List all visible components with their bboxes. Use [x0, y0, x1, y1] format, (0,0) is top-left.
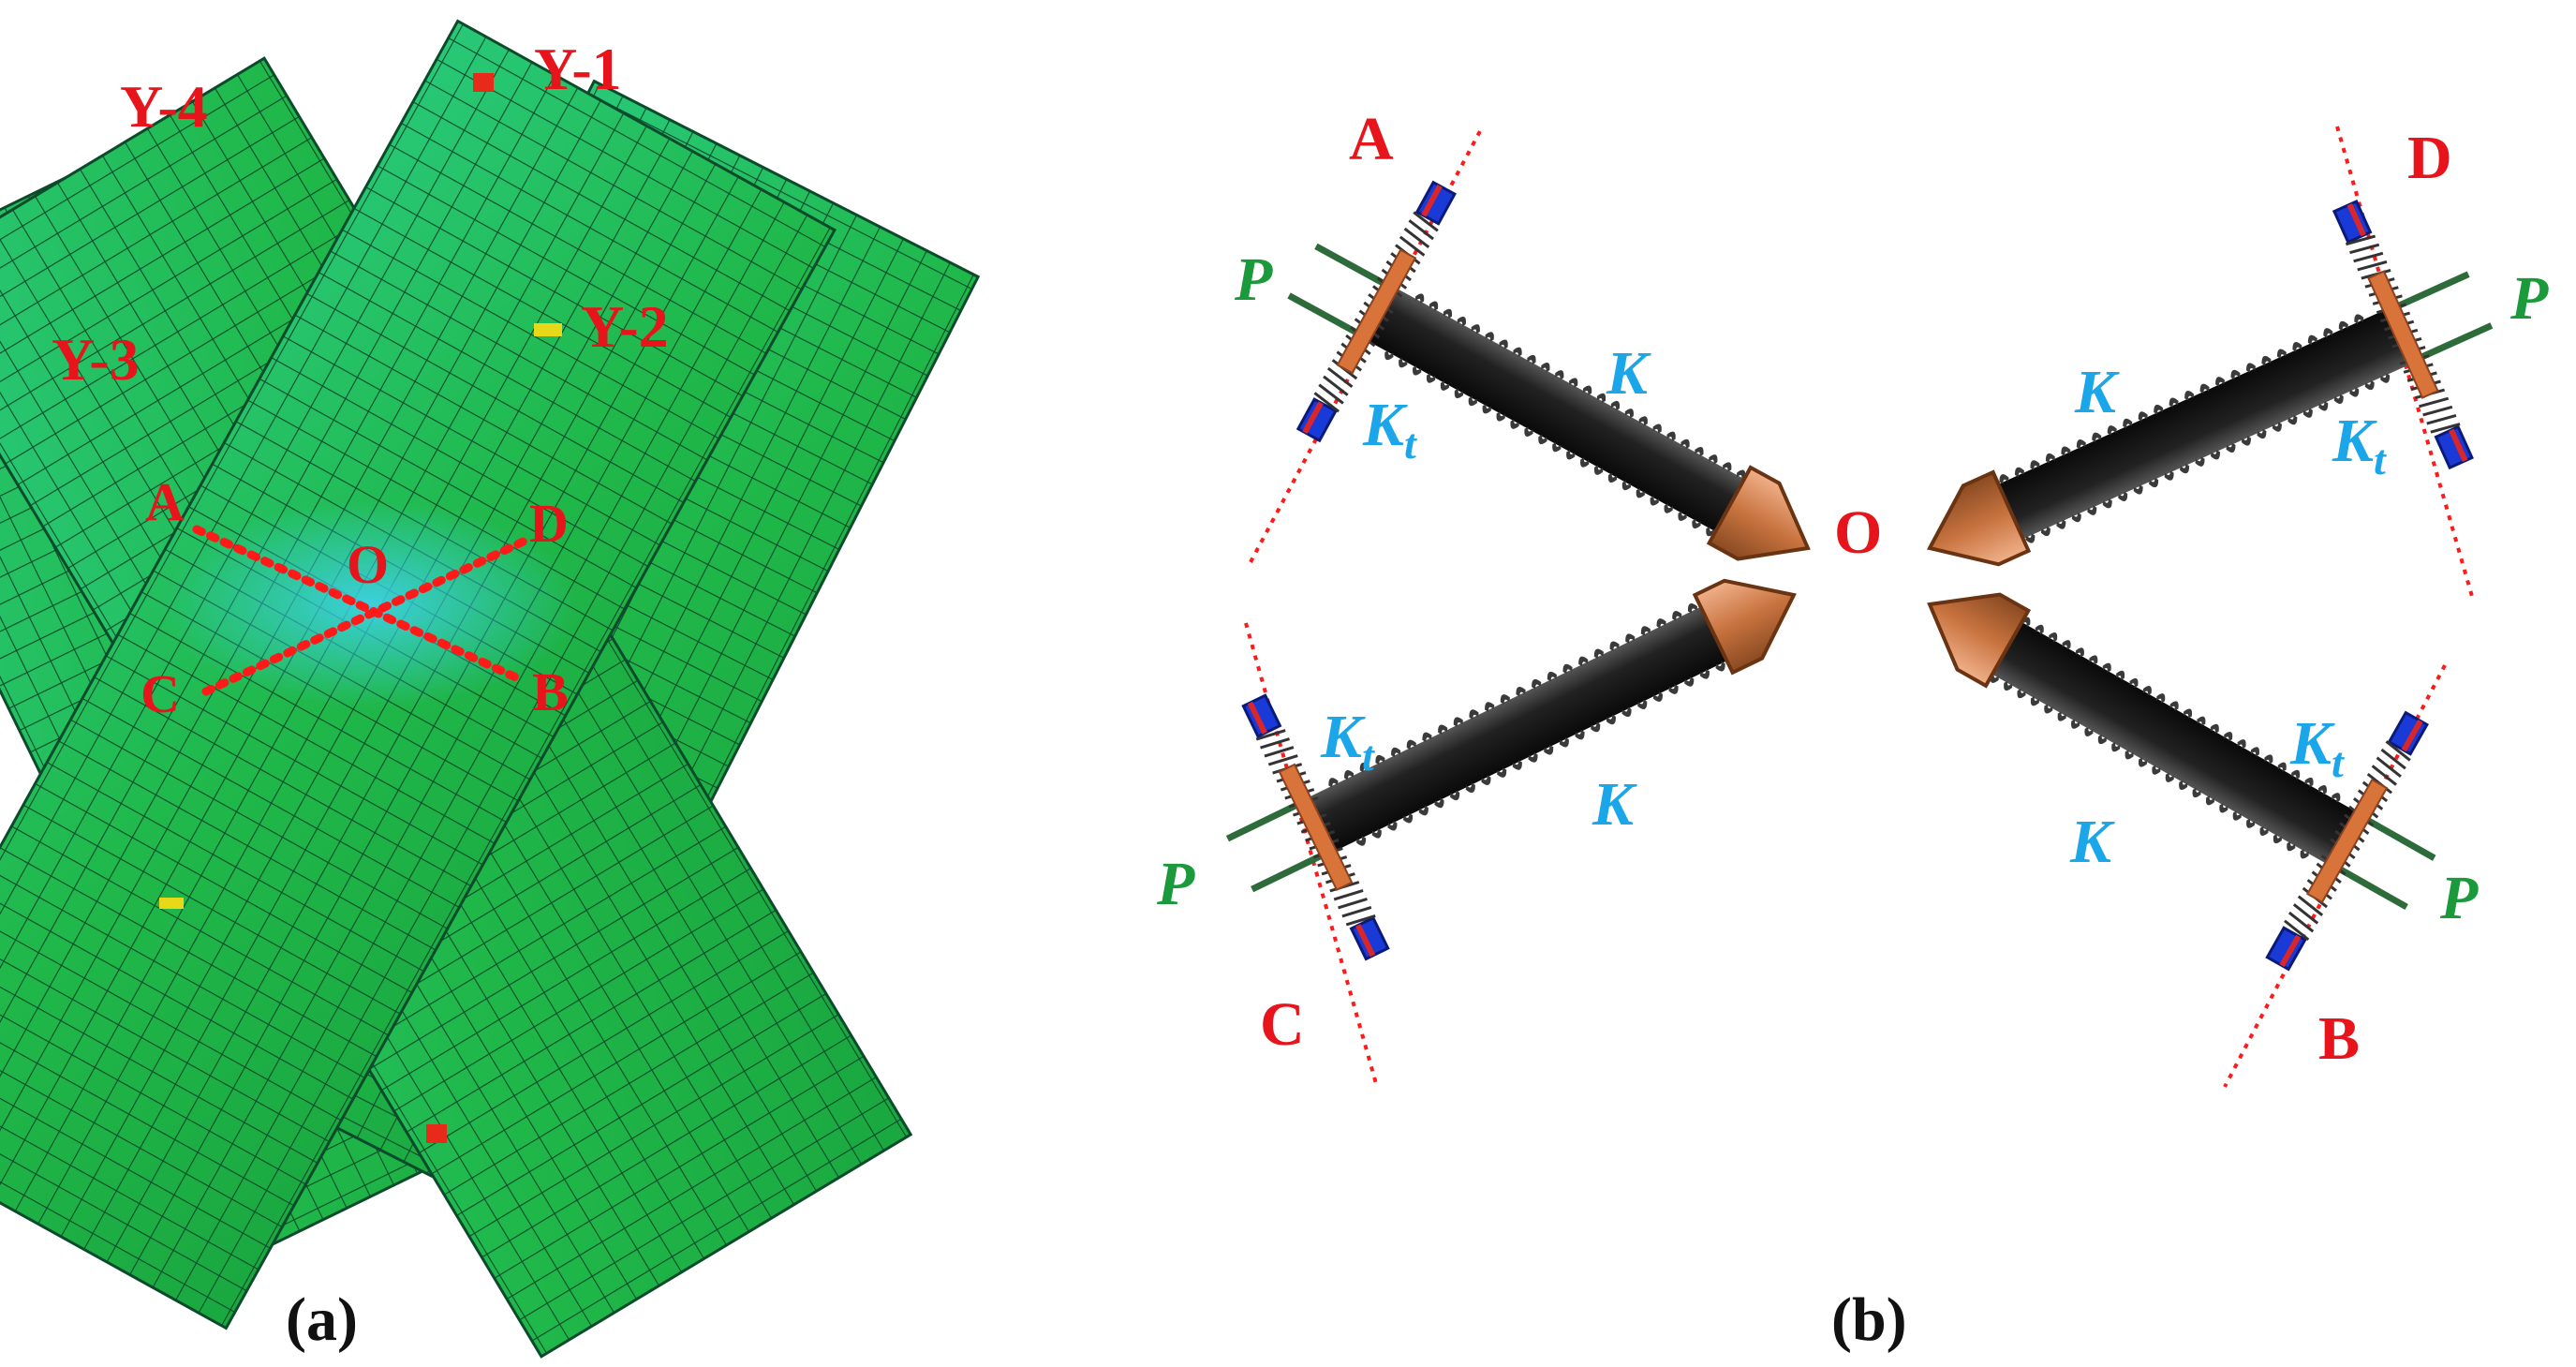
stiffness-label-k: K	[1591, 770, 1637, 839]
anchor-cone	[1706, 465, 1811, 561]
panel-a-finite-element-mesh: Y-4 Y-1 Y-3 Y-2 A D O C B (a)	[0, 19, 981, 1359]
hotspot	[473, 73, 494, 92]
end-label-c: C	[1260, 990, 1305, 1059]
panel-b-caption: (b)	[1831, 1285, 1907, 1354]
end-label-b: B	[2318, 1004, 2360, 1073]
strip-label-y1: Y-1	[534, 36, 622, 102]
stiffness-label-k: K	[1606, 339, 1651, 408]
threaded-rod	[1355, 279, 1775, 552]
svg-text:Kt: Kt	[2332, 407, 2387, 483]
dotted-line-c-d	[201, 534, 534, 696]
point-label-c: C	[141, 663, 180, 724]
stiffness-label-k: K	[2074, 358, 2120, 426]
point-label-o: O	[347, 534, 389, 595]
point-label-d: D	[529, 493, 569, 554]
torsion-label-kt: Kt	[1362, 391, 1417, 468]
strip-label-y3: Y-3	[52, 326, 140, 393]
rod-arm-d	[1927, 199, 2494, 567]
anchor-cone	[1927, 592, 2032, 689]
point-label-a: A	[145, 471, 185, 532]
threaded-rod	[1296, 588, 1758, 860]
anchor-cone	[1927, 469, 2032, 567]
rod-arm-c	[1225, 578, 1797, 962]
torsion-label-kt: Kt	[2289, 709, 2345, 786]
svg-text:Kt: Kt	[1320, 703, 1375, 780]
torsion-label-kt: Kt	[1320, 703, 1375, 780]
strip-label-y2: Y-2	[581, 293, 669, 360]
stiffness-label-k: K	[2069, 808, 2115, 876]
anchor-cone	[1692, 578, 1797, 676]
hotspot	[159, 898, 184, 909]
point-label-b: B	[532, 661, 569, 722]
hotspot	[534, 323, 562, 336]
rod-arm-b	[1927, 592, 2436, 973]
hotspot	[426, 1124, 447, 1143]
strip-label-y4: Y-4	[120, 73, 208, 140]
torsion-label-kt: Kt	[2332, 407, 2387, 483]
end-label-d: D	[2407, 124, 2452, 192]
end-label-a: A	[1349, 105, 1394, 173]
boundary-line-d	[2335, 126, 2475, 601]
panel-a-caption: (a)	[286, 1285, 358, 1354]
svg-text:Kt: Kt	[1362, 391, 1417, 468]
load-label-p: P	[2509, 264, 2549, 333]
svg-text:Kt: Kt	[2289, 709, 2345, 786]
rod-arm-a	[1287, 179, 1811, 561]
dotted-line-a-b	[192, 525, 525, 684]
load-label-p: P	[2439, 864, 2479, 932]
panel-b-rod-model: A D C B O K K K K Kt Kt Kt Kt P P P P (b…	[1156, 105, 2549, 1354]
load-label-p: P	[1156, 850, 1195, 918]
load-label-p: P	[1234, 245, 1273, 314]
center-label-o: O	[1834, 498, 1882, 567]
